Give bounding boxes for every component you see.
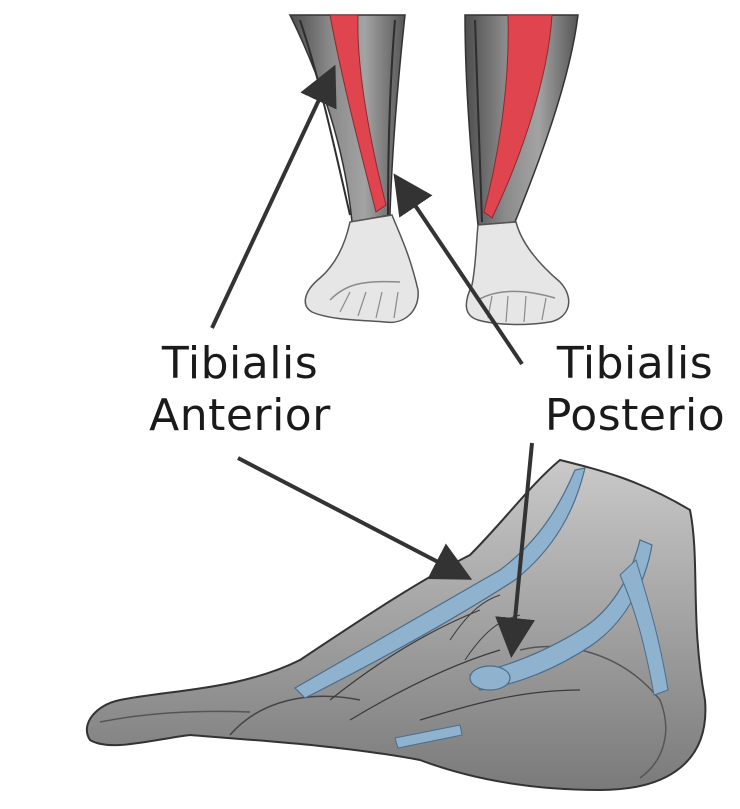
tibialis-anterior-label: Tibialis Anterior [120, 338, 360, 442]
label-posterior-line2: Posterio [530, 390, 740, 442]
label-anterior-line1: Tibialis [120, 338, 360, 390]
tendon-insertion [470, 666, 510, 690]
arrow-anterior-to-foot [238, 458, 465, 576]
tibialis-posterior-label: Tibialis Posterio [530, 338, 740, 442]
left-leg-front-view [290, 15, 418, 322]
label-posterior-line1: Tibialis [530, 338, 740, 390]
label-anterior-line2: Anterior [120, 390, 360, 442]
right-leg-back-view [465, 15, 578, 324]
foot-side-view [87, 460, 706, 790]
